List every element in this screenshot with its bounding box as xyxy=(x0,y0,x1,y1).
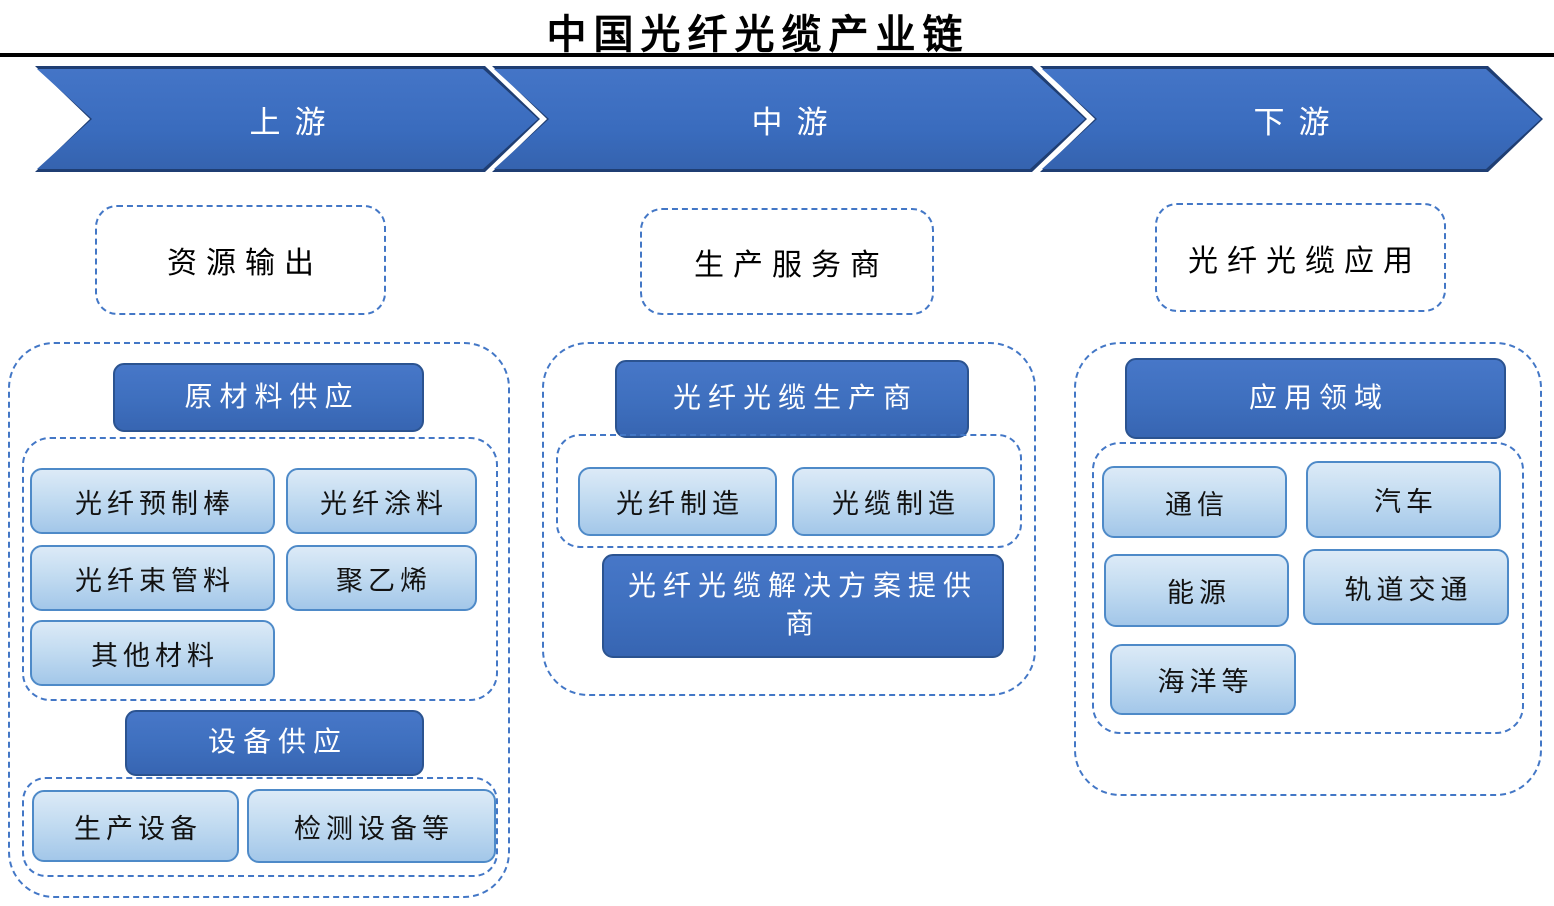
midstream-group-box xyxy=(542,342,1036,696)
header-application-fields: 应用领域 xyxy=(1125,358,1506,439)
application-items-box xyxy=(1092,442,1524,734)
stage-label-midstream: 中游 xyxy=(751,104,842,140)
stage-arrow-upstream: 上游 xyxy=(35,66,540,172)
stage-label-upstream: 上游 xyxy=(249,104,340,140)
item-marine-etc: 海洋等 xyxy=(1110,644,1296,715)
raw-material-items-box xyxy=(22,437,498,701)
item-energy: 能源 xyxy=(1104,554,1289,627)
page-title: 中国光纤光缆产业链 xyxy=(546,12,970,57)
item-production-equipment: 生产设备 xyxy=(32,790,239,862)
item-fiber-bundle-tube: 光纤束管料 xyxy=(30,545,275,611)
item-fiber-preform: 光纤预制棒 xyxy=(30,468,275,534)
item-fiber-manufacturing: 光纤制造 xyxy=(578,467,777,536)
tag-production-service: 生产服务商 xyxy=(640,208,934,315)
title-divider xyxy=(0,53,1554,57)
item-polyethylene: 聚乙烯 xyxy=(286,545,477,611)
header-equipment-supply: 设备供应 xyxy=(125,710,424,776)
arrow-fill xyxy=(37,69,538,169)
item-testing-equipment: 检测设备等 xyxy=(247,789,496,863)
arrow-fill xyxy=(1042,69,1541,169)
stage-label-downstream: 下游 xyxy=(1253,104,1344,140)
item-other-materials: 其他材料 xyxy=(30,620,275,686)
item-fiber-coating: 光纤涂料 xyxy=(286,468,477,534)
header-raw-material-supply: 原材料供应 xyxy=(113,363,424,432)
upstream-group-box xyxy=(8,342,510,898)
manufacturing-items-box xyxy=(556,434,1022,548)
item-automobile: 汽车 xyxy=(1306,461,1501,538)
arrow-fill xyxy=(494,69,1085,169)
equipment-items-box xyxy=(22,777,498,877)
tag-fiber-cable-application: 光纤光缆应用 xyxy=(1155,203,1446,312)
header-fiber-cable-manufacturer: 光纤光缆生产商 xyxy=(615,360,969,438)
downstream-group-box xyxy=(1074,342,1542,796)
stage-arrow-downstream: 下游 xyxy=(1040,66,1543,172)
stage-arrow-midstream: 中游 xyxy=(492,66,1087,172)
header-solution-provider: 光纤光缆解决方案提供商 xyxy=(602,554,1004,658)
item-cable-manufacturing: 光缆制造 xyxy=(792,467,995,536)
item-rail-transit: 轨道交通 xyxy=(1303,549,1509,625)
item-communication: 通信 xyxy=(1102,466,1287,538)
tag-resource-output: 资源输出 xyxy=(95,205,386,315)
